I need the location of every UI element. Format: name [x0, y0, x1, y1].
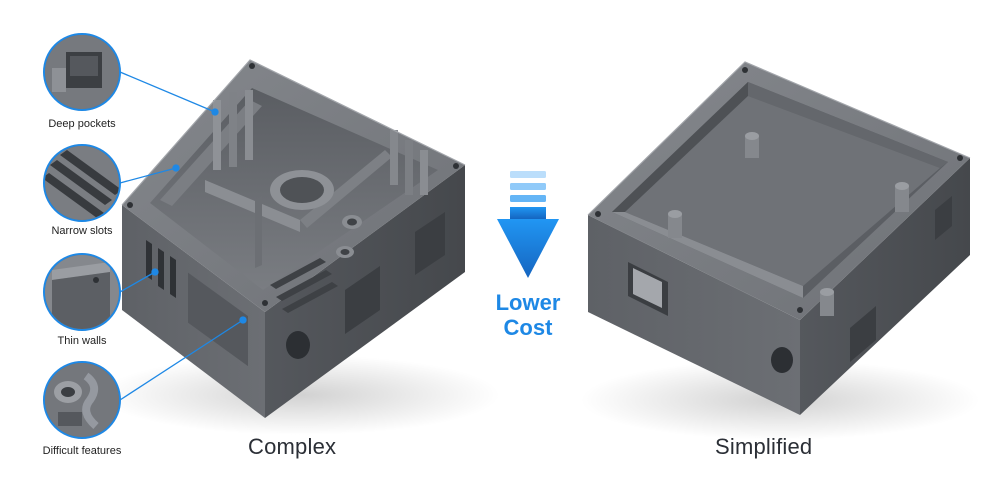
- callout-deep-pockets-thumbnail: [43, 33, 121, 111]
- callout-label-narrow-slots: Narrow slots: [51, 225, 113, 237]
- boss: [668, 132, 909, 316]
- caption-simplified: Simplified: [715, 434, 813, 459]
- arrow-label-line1: Lower: [495, 290, 561, 315]
- arrow-label-line2: Cost: [503, 315, 553, 340]
- callout-narrow-slots-thumbnail: [43, 144, 121, 222]
- callout-difficult-features-thumbnail: [43, 361, 121, 439]
- callout-label-deep-pockets: Deep pockets: [48, 118, 116, 130]
- callout-label-difficult-features: Difficult features: [42, 445, 122, 457]
- callout-label-thin-walls: Thin walls: [57, 335, 107, 347]
- callout-thin-walls-thumbnail: [43, 253, 121, 331]
- lower-cost-arrow-icon: [497, 171, 559, 278]
- caption-complex: Complex: [248, 434, 337, 459]
- leader-lines: [119, 71, 247, 401]
- complex-part: [100, 59, 500, 435]
- simplified-part: [580, 61, 980, 440]
